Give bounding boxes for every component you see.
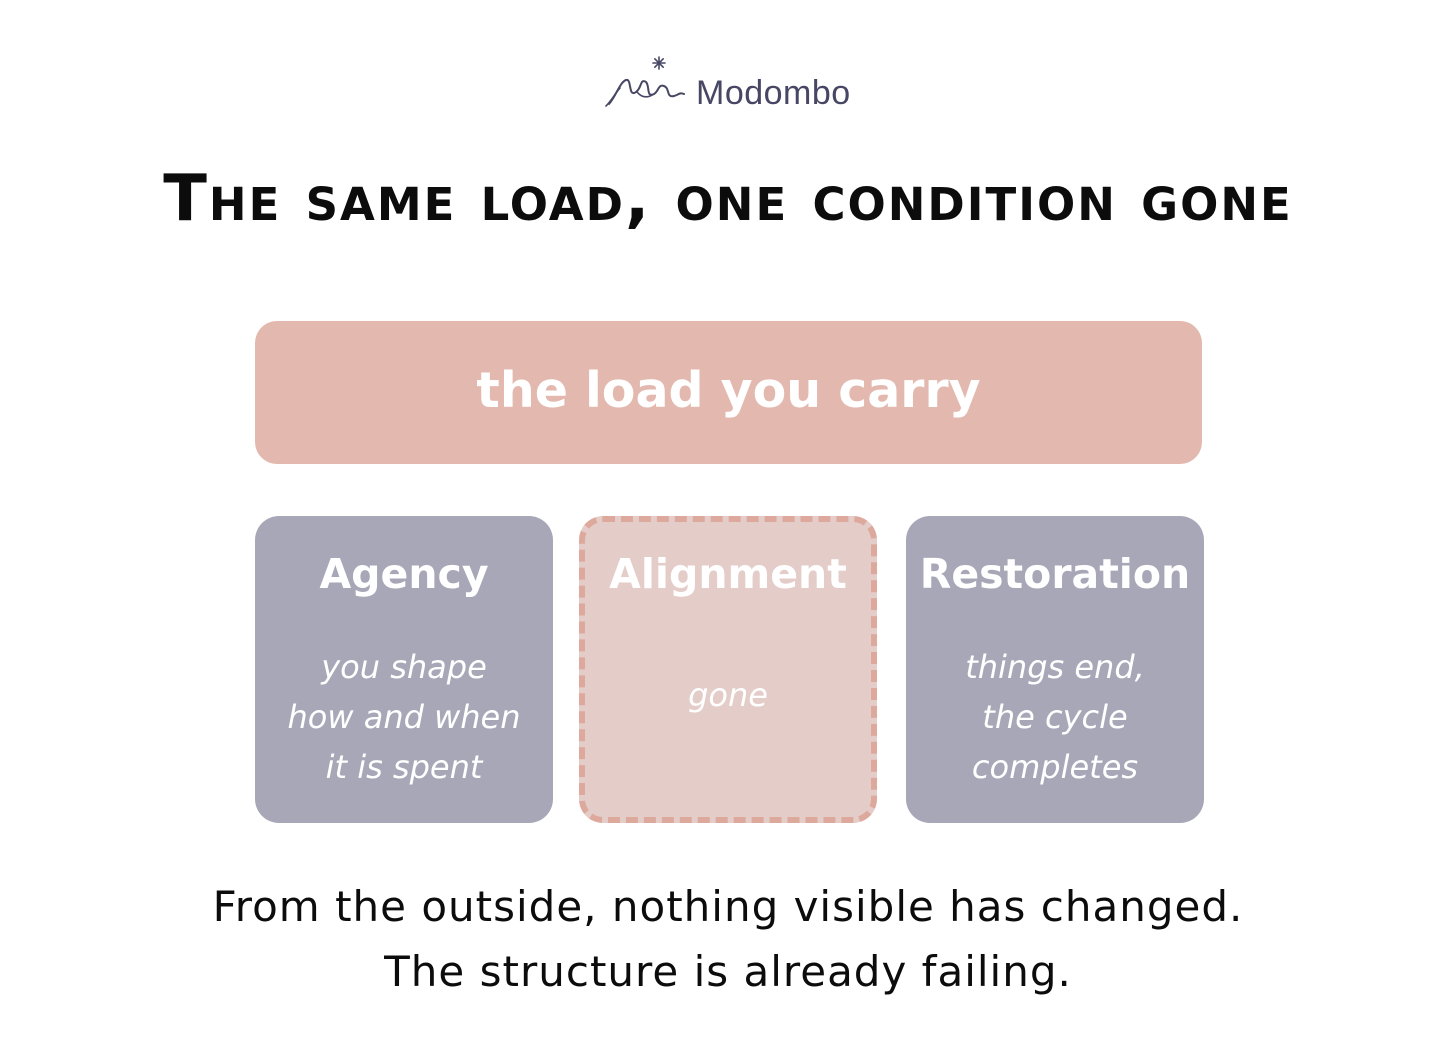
brand-mark-icon	[605, 56, 685, 107]
condition-title: Agency	[319, 550, 489, 598]
load-box: the load you carry	[255, 321, 1202, 464]
condition-description: things end, the cycle completes	[965, 648, 1145, 786]
footer-line-1: From the outside, nothing visible has ch…	[212, 882, 1244, 931]
condition-description: gone	[688, 676, 768, 714]
brand-name: Modombo	[696, 74, 851, 112]
page-title: The same load, one condition gone	[163, 162, 1293, 236]
brand-logo: Modombo	[604, 52, 864, 116]
condition-card-alignment: Alignment gone	[579, 516, 877, 823]
condition-title: Alignment	[609, 550, 847, 598]
condition-card-restoration: Restoration things end, the cycle comple…	[906, 516, 1204, 823]
condition-description: you shape how and when it is spent	[287, 648, 521, 786]
footer-caption: From the outside, nothing visible has ch…	[0, 874, 1456, 1004]
condition-title: Restoration	[919, 550, 1191, 598]
condition-card-agency: Agency you shape how and when it is spen…	[255, 516, 553, 823]
load-label: the load you carry	[476, 362, 981, 419]
footer-line-2: The structure is already failing.	[384, 947, 1072, 996]
